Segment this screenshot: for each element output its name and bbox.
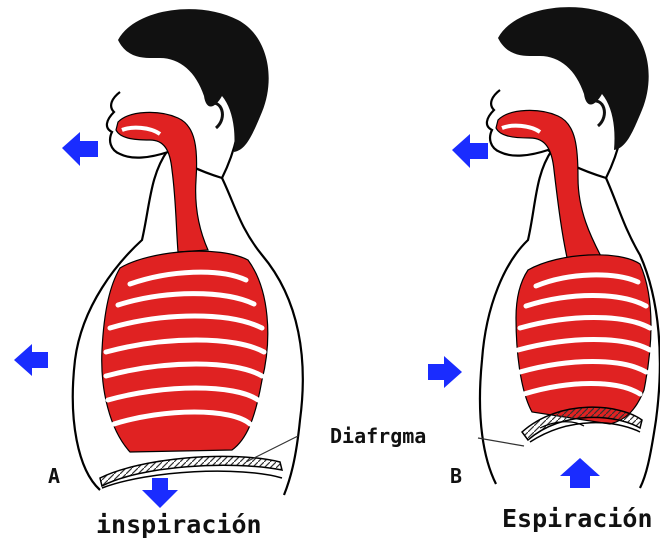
figure-a-chest-arrow-icon (14, 344, 48, 376)
panel-a-label: A (48, 464, 60, 488)
figure-b-expiration (428, 7, 660, 488)
figure-b-nose-arrow-icon (452, 134, 488, 168)
figure-b-diaphragm-pointer (478, 438, 524, 446)
panel-b-label: B (450, 464, 462, 488)
figure-b-chest-arrow-icon (428, 356, 462, 388)
figure-a-diaphragm-arrow-icon (142, 478, 178, 508)
figure-b-diaphragm-arrow-icon (560, 458, 600, 488)
inspiration-caption: inspiración (96, 510, 262, 539)
figure-a-nose-arrow-icon (62, 132, 98, 166)
figure-a-diaphragm-pointer (246, 436, 298, 462)
expiration-caption: Espiración (502, 504, 653, 533)
figure-a-inspiration (14, 9, 303, 508)
diaphragm-label: Diafrgma (330, 424, 426, 448)
